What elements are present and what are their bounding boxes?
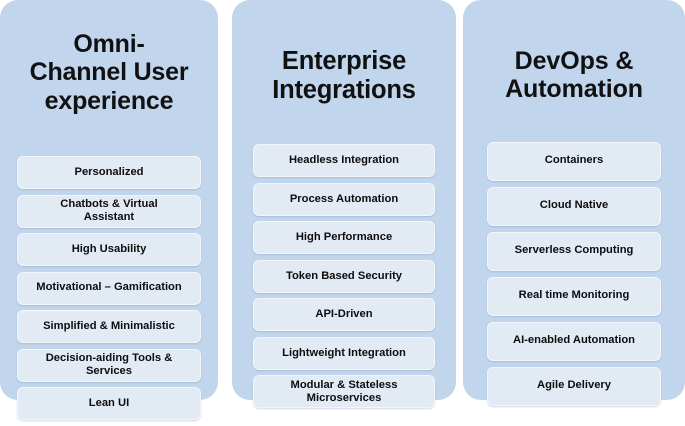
feature-card[interactable]: Token Based Security <box>253 259 435 293</box>
feature-card[interactable]: Real time Monitoring <box>487 276 661 316</box>
feature-card[interactable]: Simplified & Minimalistic <box>17 310 201 343</box>
panel-title: Omni- Channel User experience <box>29 29 189 115</box>
feature-card[interactable]: Process Automation <box>253 182 435 216</box>
category-panel-enterprise-integrations: Enterprise Integrations Headless Integra… <box>232 0 456 409</box>
panel-title: DevOps & Automation <box>505 46 643 104</box>
feature-card[interactable]: Containers <box>487 141 661 181</box>
feature-card[interactable]: High Performance <box>253 221 435 255</box>
feature-card[interactable]: AI-enabled Automation <box>487 321 661 361</box>
feature-card[interactable]: High Usability <box>17 233 201 266</box>
feature-card[interactable]: Serverless Computing <box>487 231 661 271</box>
feature-card[interactable]: Lean UI <box>17 387 201 420</box>
category-panel-devops-automation: DevOps & Automation Containers Cloud Nat… <box>463 0 685 406</box>
card-stack: Personalized Chatbots & Virtual Assistan… <box>0 156 218 426</box>
panel-title: Enterprise Integrations <box>272 47 416 105</box>
feature-card[interactable]: Lightweight Integration <box>253 336 435 370</box>
feature-card[interactable]: Personalized <box>17 156 201 189</box>
feature-card[interactable]: API-Driven <box>253 298 435 332</box>
feature-card[interactable]: Decision-aiding Tools & Services <box>17 348 201 382</box>
card-stack: Containers Cloud Native Serverless Compu… <box>463 141 685 412</box>
card-stack: Headless Integration Process Automation … <box>232 144 456 414</box>
feature-card[interactable]: Chatbots & Virtual Assistant <box>17 194 201 228</box>
category-panel-omni-channel-user-experience: Omni- Channel User experience Personaliz… <box>0 0 218 420</box>
feature-card[interactable]: Cloud Native <box>487 186 661 226</box>
feature-card[interactable]: Modular & Stateless Microservices <box>253 375 435 409</box>
feature-card[interactable]: Headless Integration <box>253 144 435 178</box>
feature-card[interactable]: Motivational – Gamification <box>17 271 201 305</box>
feature-card[interactable]: Agile Delivery <box>487 366 661 406</box>
